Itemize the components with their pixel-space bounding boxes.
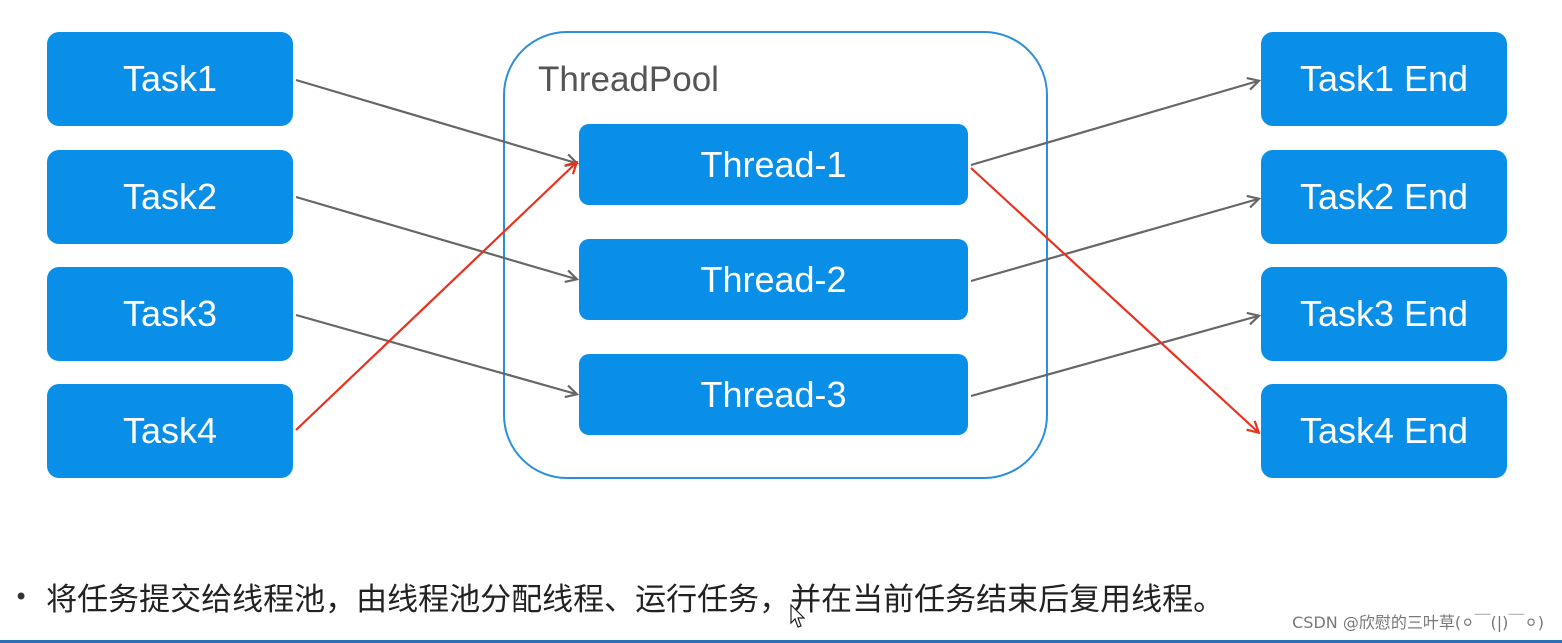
task-label: Task3 — [122, 293, 218, 334]
end-node-2: Task2 End — [1261, 150, 1507, 244]
end-label: Task4 End — [1299, 410, 1469, 451]
thread-node-1: Thread-1 — [579, 124, 968, 205]
watermark: CSDN @欣慰的三叶草(⚪￣(|)￣⚪) — [1292, 613, 1544, 632]
caption-text: 将任务提交给线程池，由线程池分配线程、运行任务，并在当前任务结束后复用线程。 — [46, 582, 1225, 618]
end-label: Task1 End — [1299, 58, 1469, 99]
thread-pool-label: ThreadPool — [538, 60, 719, 99]
end-node-1: Task1 End — [1261, 32, 1507, 126]
task-label: Task4 — [122, 410, 218, 451]
task-label: Task2 — [122, 176, 218, 217]
task-node-3: Task3 — [47, 267, 293, 361]
end-label: Task2 End — [1299, 176, 1469, 217]
end-node-3: Task3 End — [1261, 267, 1507, 361]
task-node-1: Task1 — [47, 32, 293, 126]
thread-label: Thread-1 — [700, 143, 847, 185]
thread-label: Thread-2 — [700, 258, 847, 300]
task-label: Task1 — [122, 58, 218, 99]
thread-label: Thread-3 — [700, 373, 847, 415]
bottom-border — [0, 640, 1562, 643]
task-node-2: Task2 — [47, 150, 293, 244]
bullet-icon: • — [14, 582, 29, 611]
thread-node-3: Thread-3 — [579, 354, 968, 435]
thread-node-2: Thread-2 — [579, 239, 968, 320]
end-label: Task3 End — [1299, 293, 1469, 334]
task-node-4: Task4 — [47, 384, 293, 478]
caption-line: • 将任务提交给线程池，由线程池分配线程、运行任务，并在当前任务结束后复用线程。 — [14, 574, 1224, 619]
end-node-4: Task4 End — [1261, 384, 1507, 478]
mouse-cursor-icon — [790, 604, 806, 628]
